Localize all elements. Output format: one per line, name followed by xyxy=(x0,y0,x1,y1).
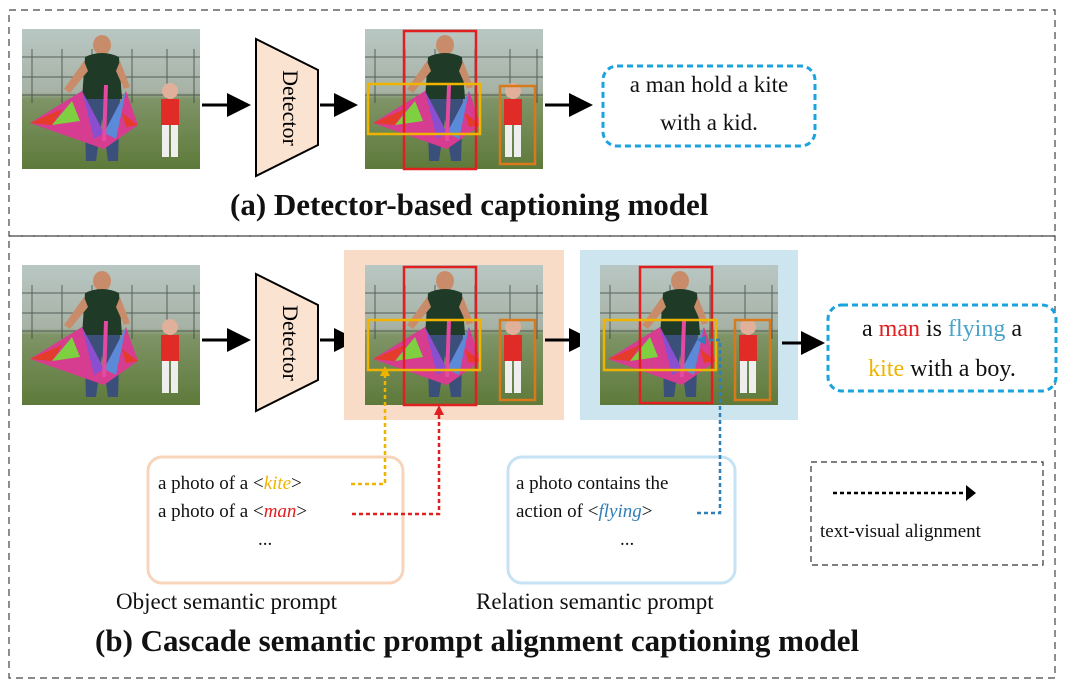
object-prompt-box xyxy=(146,455,405,585)
kite-box-a xyxy=(366,82,482,136)
prompt-prefix: a photo of a < xyxy=(158,473,264,494)
object-prompt-line2: a photo of a <man> xyxy=(158,498,307,526)
prompt-word-flying: flying xyxy=(598,501,642,522)
prompt-prefix: action of < xyxy=(516,501,599,522)
prompt-word-kite: kite xyxy=(263,473,292,494)
detector-b-label: Detector xyxy=(278,305,303,381)
output-text-b: a man is flying a kite with a boy. xyxy=(828,309,1056,389)
object-prompt-label: Object semantic prompt xyxy=(116,589,337,614)
panel-b-caption: (b) Cascade semantic prompt alignment ca… xyxy=(95,623,860,658)
flying-alignment-arrowhead xyxy=(697,335,706,345)
out-word: a xyxy=(1005,316,1022,342)
panel-b-border xyxy=(8,235,1056,679)
output-box-a xyxy=(601,64,817,148)
kid-box-a xyxy=(498,84,537,166)
kid-box-c xyxy=(733,318,772,402)
relation-prompt-line2: action of <flying> xyxy=(516,498,669,526)
detected-photo-a xyxy=(365,29,543,169)
kid-box-b xyxy=(498,318,537,402)
panel-a-caption: (a) Detector-based captioning model xyxy=(230,187,709,222)
legend-arrowhead xyxy=(966,485,976,501)
output-a-line1: a man hold a kite xyxy=(629,72,789,97)
man-box-c xyxy=(638,265,714,405)
detector-a-label: Detector xyxy=(278,70,303,146)
man-box-b xyxy=(402,265,478,407)
out-word: a xyxy=(862,316,879,342)
prompt-prefix: a photo of a < xyxy=(158,501,264,522)
relation-prompt-text: a photo contains the action of <flying> … xyxy=(516,470,669,554)
kite-box-c xyxy=(602,318,718,372)
flying-alignment-line xyxy=(697,338,722,515)
relation-prompt-ellipsis: ... xyxy=(620,529,635,550)
out-word: is xyxy=(919,316,948,342)
relation-prompt-line1: a photo contains the xyxy=(516,473,669,494)
output-a-line2: with a kid. xyxy=(660,110,758,135)
prompt-word-man: man xyxy=(263,501,297,522)
detector-b-shape xyxy=(255,272,319,413)
out-word: with a boy. xyxy=(904,356,1016,382)
relation-prompt-box xyxy=(506,455,737,585)
object-prompt-ellipsis: ... xyxy=(258,529,273,550)
kite-alignment-line xyxy=(351,372,387,486)
output-text-a: a man hold a kite with a kid. xyxy=(603,66,815,142)
out-word-man: man xyxy=(878,316,920,342)
relation-aligned-photo xyxy=(600,265,778,405)
man-alignment-line xyxy=(352,411,441,516)
input-photo-b xyxy=(22,265,200,405)
detector-a-shape xyxy=(255,37,319,178)
output-box-b xyxy=(826,303,1058,393)
out-word-flying: flying xyxy=(948,316,1006,342)
input-photo-a xyxy=(22,29,200,169)
object-prompt-line1: a photo of a <kite> xyxy=(158,470,307,498)
man-box-a xyxy=(402,29,478,171)
legend-box xyxy=(810,461,1044,566)
relation-prompt-label: Relation semantic prompt xyxy=(476,589,714,614)
output-b-line1: a man is flying a xyxy=(828,309,1056,349)
kite-alignment-arrowhead xyxy=(380,366,390,376)
legend-label: text-visual alignment xyxy=(820,521,981,542)
object-aligned-photo xyxy=(365,265,543,405)
prompt-suffix: > xyxy=(641,501,653,522)
prompt-suffix: > xyxy=(296,501,308,522)
prompt-suffix: > xyxy=(291,473,302,494)
out-word-kite: kite xyxy=(868,356,905,382)
kite-box-b xyxy=(366,318,482,372)
man-alignment-arrowhead xyxy=(434,405,444,415)
object-prompt-text: a photo of a <kite> a photo of a <man> .… xyxy=(158,470,307,554)
output-b-line2: kite with a boy. xyxy=(828,349,1056,389)
